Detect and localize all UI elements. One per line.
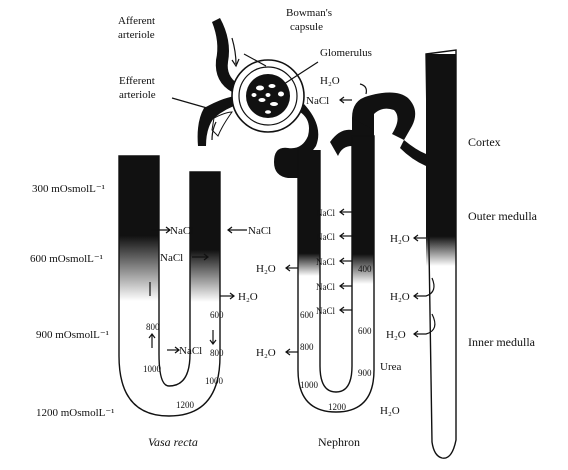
- n-number-1000: 1000: [300, 380, 319, 390]
- efferent-label-line2: arteriole: [119, 89, 156, 101]
- bowmans-label-line1: Bowman's: [286, 7, 332, 19]
- glomerulus-texture: [251, 84, 284, 114]
- osmolarity-900: 900 mOsmolL⁻¹: [36, 329, 109, 341]
- efferent-leader: [171, 97, 215, 111]
- connecting-segment: [400, 140, 426, 166]
- osmolarity-1200: 1200 mOsmolL⁻¹: [36, 407, 114, 419]
- ascending-limb-shading: [352, 118, 374, 284]
- efferent-flow-arrow: [211, 121, 217, 141]
- loop-of-henle-outline: [297, 135, 375, 413]
- n-nacl-label-5: NaCl: [316, 306, 335, 316]
- inner-medulla-label: Inner medulla: [468, 335, 536, 349]
- vasa-recta-ascending-shading: [190, 172, 220, 302]
- collecting-duct-outline: [425, 49, 457, 459]
- outer-medulla-label: Outer medulla: [468, 209, 538, 223]
- top-nacl-label: NaCl: [306, 95, 329, 107]
- bowmans-label-line2: capsule: [290, 21, 323, 33]
- vr-nacl-label-3: NaCl: [160, 252, 183, 264]
- flux-arrows: [148, 83, 436, 356]
- n-nacl-label-2: NaCl: [316, 232, 335, 242]
- proximal-convoluted-tubule: [274, 104, 319, 178]
- vr-nacl-label-1: NaCl: [170, 225, 193, 237]
- efferent-label-line1: Efferent: [119, 75, 155, 87]
- n-number-900: 900: [358, 368, 372, 378]
- glomerulus-label: Glomerulus: [320, 47, 372, 59]
- n-number-600-right: 600: [358, 326, 372, 336]
- collecting-duct-shading: [426, 54, 456, 266]
- distal-convoluted-tubule: [352, 92, 416, 140]
- text-labels: Afferent arteriole Efferent arteriole Bo…: [30, 7, 538, 449]
- n-h2o-label-1: H₂O: [256, 263, 276, 275]
- osmolarity-300: 300 mOsmolL⁻¹: [32, 183, 105, 195]
- cd-h2o-label-3: H₂O: [386, 329, 406, 341]
- urea-label: Urea: [380, 361, 401, 373]
- vr-nacl-label-2: NaCl: [248, 225, 271, 237]
- vr-number-1000-left: 1000: [143, 364, 162, 374]
- osmolarity-600: 600 mOsmolL⁻¹: [30, 253, 103, 265]
- vasa-recta-descending-shading: [119, 156, 159, 301]
- nephron-bend: [330, 129, 352, 156]
- afferent-arrowhead: [231, 58, 240, 68]
- efferent-branch: [211, 111, 233, 137]
- vr-number-1200: 1200: [176, 400, 195, 410]
- vasa-recta-caption: Vasa recta: [148, 435, 198, 449]
- n-number-1200: 1200: [328, 402, 347, 412]
- vr-number-1000-right: 1000: [205, 376, 224, 386]
- n-number-600-left: 600: [300, 310, 314, 320]
- n-h2o-label-2: H₂O: [256, 347, 276, 359]
- cd-h2o-label-2: H₂O: [390, 291, 410, 303]
- bowmans-leader: [243, 53, 267, 67]
- vr-number-600: 600: [210, 310, 224, 320]
- bottom-h2o-label: H₂O: [380, 405, 400, 417]
- vr-nacl-label-4: NaCl: [179, 345, 202, 357]
- glomerulus-leader: [283, 61, 319, 85]
- renal-corpuscle: [197, 18, 305, 146]
- afferent-arteriole-shape: [212, 18, 238, 92]
- cortex-label: Cortex: [468, 135, 501, 149]
- n-nacl-label-3: NaCl: [316, 257, 335, 267]
- descending-limb-shading: [298, 150, 320, 276]
- label-leaders: [171, 37, 319, 141]
- top-h2o-label: H₂O: [320, 75, 340, 87]
- vasa-recta-outline: [118, 155, 221, 417]
- n-number-800: 800: [300, 342, 314, 352]
- afferent-flow-arrow: [231, 37, 237, 65]
- nephron-caption: Nephron: [318, 435, 360, 449]
- vr-h2o-label: H₂O: [238, 291, 258, 303]
- n-nacl-label-1: NaCl: [316, 208, 335, 218]
- vasa-recta-loop: [118, 155, 221, 417]
- vr-number-800-left: 800: [146, 322, 160, 332]
- cd-h2o-label-1: H₂O: [390, 233, 410, 245]
- vr-number-800-right: 800: [210, 348, 224, 358]
- afferent-label-line2: arteriole: [118, 29, 155, 41]
- n-number-400: 400: [358, 264, 372, 274]
- n-nacl-label-4: NaCl: [316, 282, 335, 292]
- nephron-tubule: [274, 92, 416, 413]
- afferent-label-line1: Afferent: [118, 15, 155, 27]
- collecting-duct: [400, 49, 457, 459]
